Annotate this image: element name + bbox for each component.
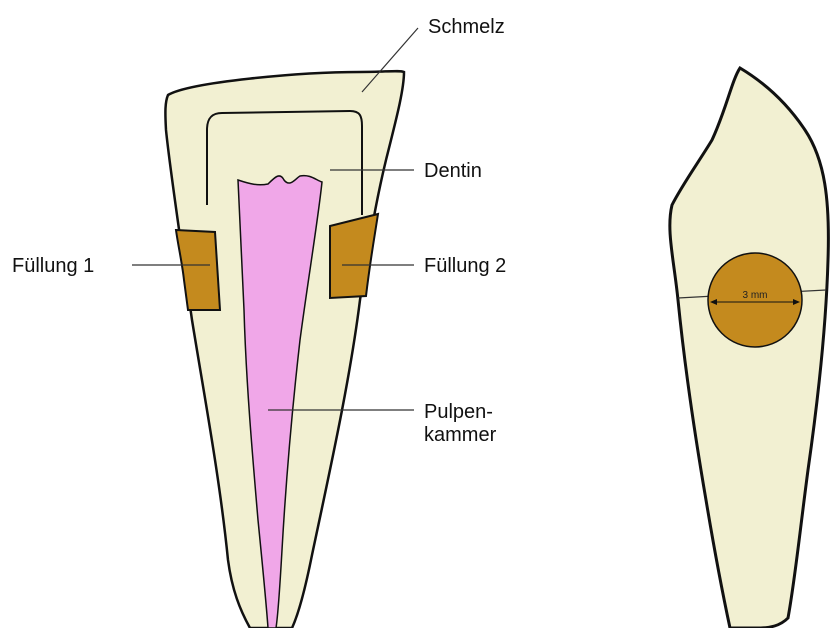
tooth-front-right: 3 mm bbox=[670, 68, 829, 628]
label-filling-1: Füllung 1 bbox=[12, 255, 94, 277]
filling-1 bbox=[176, 230, 220, 310]
tooth-section-left bbox=[165, 71, 404, 628]
label-enamel: Schmelz bbox=[428, 16, 505, 38]
filling-2 bbox=[330, 214, 378, 298]
label-dentin: Dentin bbox=[424, 160, 482, 182]
label-filling-2: Füllung 2 bbox=[424, 255, 506, 277]
label-pulp-line1: Pulpen- bbox=[424, 401, 493, 423]
label-pulp-line2: kammer bbox=[424, 424, 497, 446]
measurement-label: 3 mm bbox=[743, 290, 768, 301]
tooth-outline-right bbox=[670, 68, 829, 628]
